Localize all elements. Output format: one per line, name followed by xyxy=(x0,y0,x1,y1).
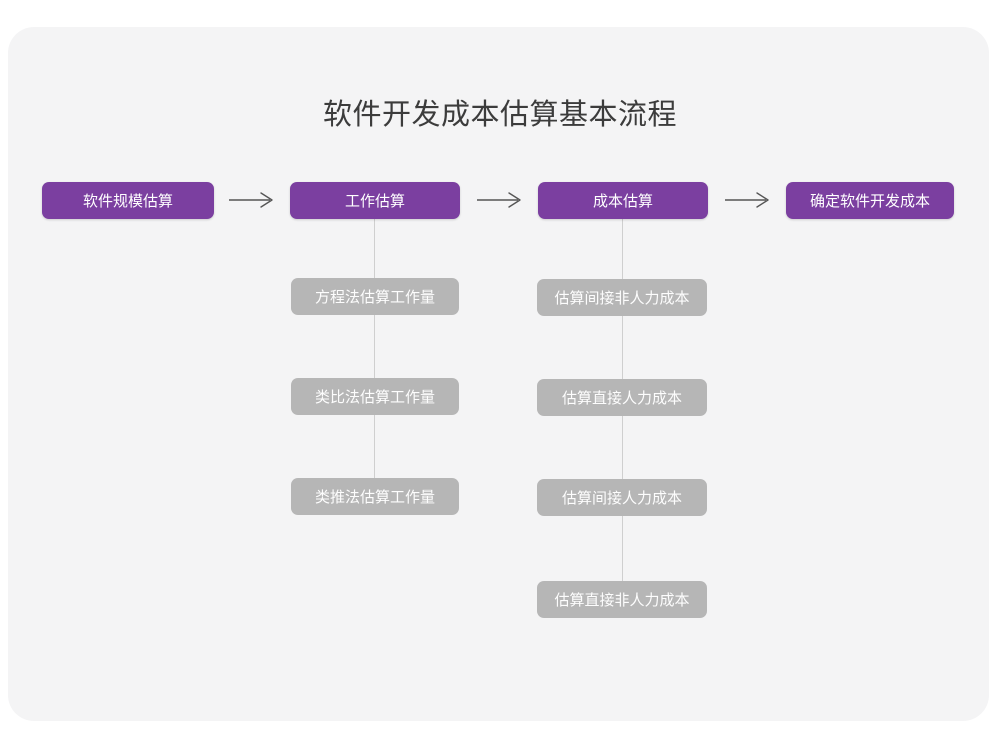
connector-line-work-branch xyxy=(374,218,375,498)
arrow-1-icon xyxy=(228,188,278,212)
step-box-work-estimation[interactable]: 工作估算 xyxy=(290,182,460,219)
branch-box-inference-method-effort[interactable]: 类推法估算工作量 xyxy=(291,478,459,515)
branch-box-indirect-non-labor-cost[interactable]: 估算间接非人力成本 xyxy=(537,279,707,316)
step-box-cost-estimation[interactable]: 成本估算 xyxy=(538,182,708,219)
step-label: 确定软件开发成本 xyxy=(809,193,930,210)
branch-box-analogy-method-effort[interactable]: 类比法估算工作量 xyxy=(291,378,459,415)
branch-box-direct-labor-cost[interactable]: 估算直接人力成本 xyxy=(537,379,707,416)
branch-label: 估算间接非人力成本 xyxy=(554,290,690,307)
diagram-card-background xyxy=(8,27,989,721)
branch-box-indirect-labor-cost[interactable]: 估算间接人力成本 xyxy=(537,479,707,516)
step-box-software-scale-estimation[interactable]: 软件规模估算 xyxy=(42,182,214,219)
arrow-2-icon xyxy=(476,188,526,212)
branch-label: 方程法估算工作量 xyxy=(314,289,435,306)
branch-label: 估算直接非人力成本 xyxy=(554,592,690,609)
branch-box-equation-method-effort[interactable]: 方程法估算工作量 xyxy=(291,278,459,315)
branch-label: 估算直接人力成本 xyxy=(561,390,682,407)
step-box-determine-development-cost[interactable]: 确定软件开发成本 xyxy=(786,182,954,219)
page-title: 软件开发成本估算基本流程 xyxy=(322,99,677,131)
arrow-3-icon xyxy=(724,188,774,212)
step-label: 成本估算 xyxy=(592,193,653,210)
branch-label: 类比法估算工作量 xyxy=(314,389,435,406)
branch-label: 估算间接人力成本 xyxy=(561,490,682,507)
branch-label: 类推法估算工作量 xyxy=(314,489,435,506)
branch-box-direct-non-labor-cost[interactable]: 估算直接非人力成本 xyxy=(537,581,707,618)
step-label: 工作估算 xyxy=(344,193,405,210)
step-label: 软件规模估算 xyxy=(82,193,173,210)
